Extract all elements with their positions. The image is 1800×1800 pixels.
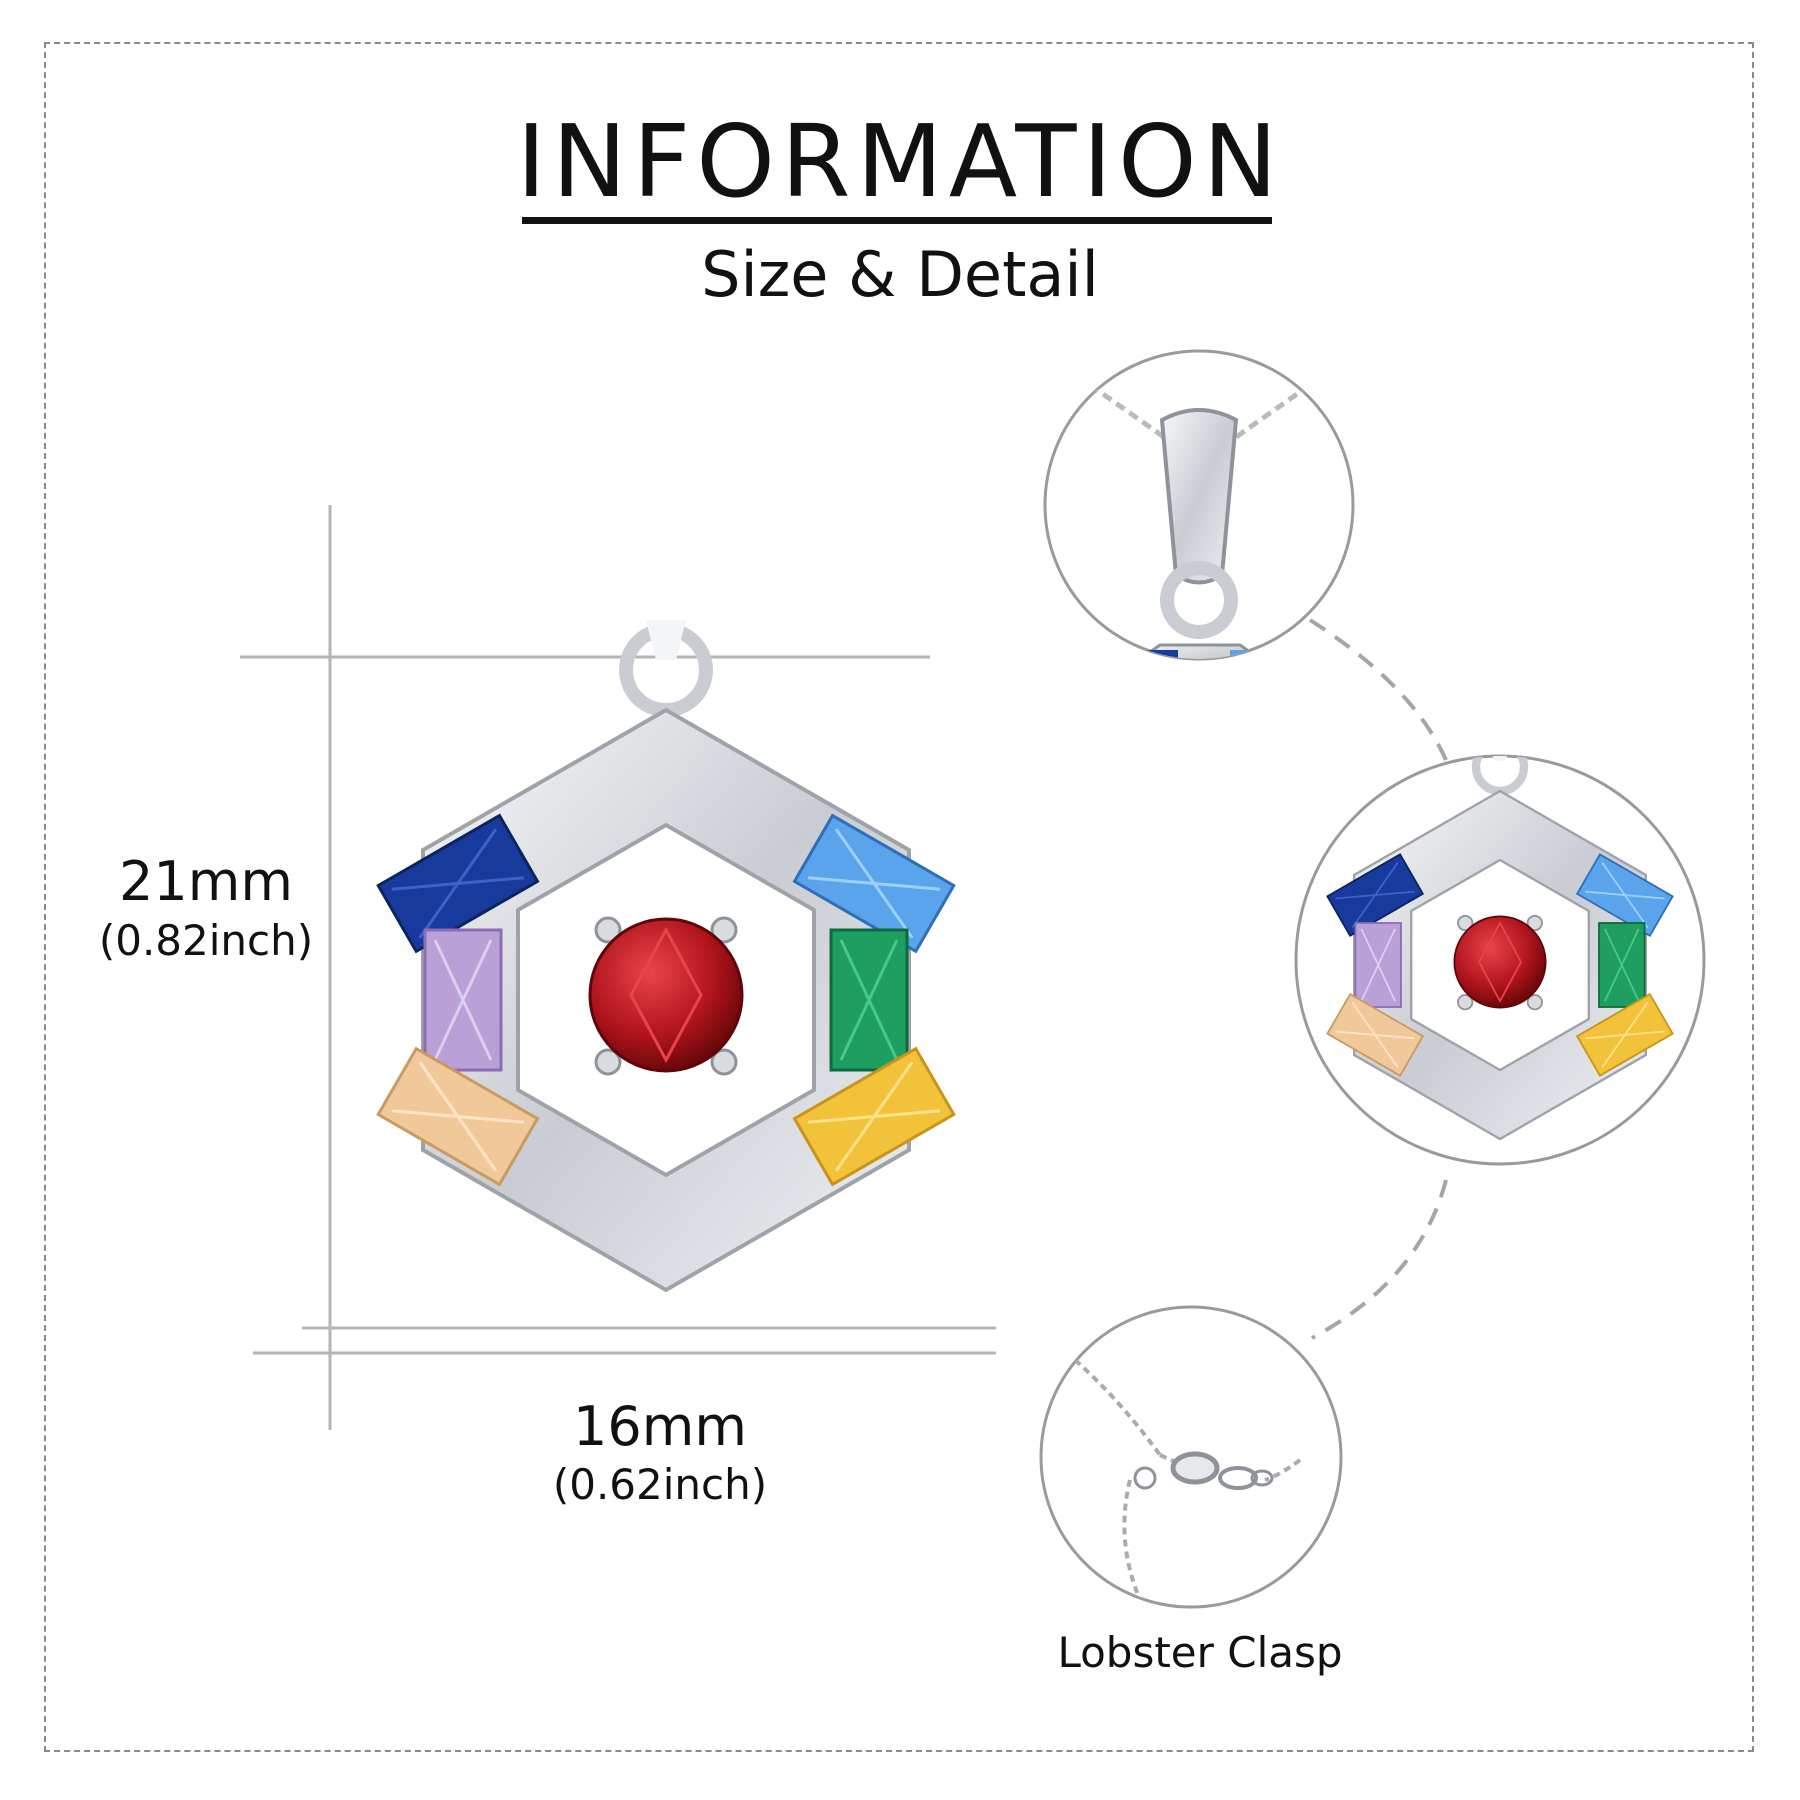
detail-clasp-image [1039,1305,1343,1609]
width-inch-label: (0.62inch) [552,1460,768,1509]
height-inch-label: (0.82inch) [98,916,314,965]
title-underline [522,217,1272,224]
page-title: INFORMATION [516,103,1284,220]
height-mm-label: 21mm [119,850,293,913]
page-subtitle: Size & Detail [701,238,1099,311]
dimension-guides [240,505,996,1430]
main-pendant-image [378,620,954,1290]
detail-bail-image [1043,349,1355,661]
width-mm-label: 16mm [573,1395,747,1458]
detail-pendant-image [1294,754,1706,1166]
detail-connectors [1308,618,1452,1340]
dashed-frame [44,42,1754,1752]
clasp-label: Lobster Clasp [1057,1628,1343,1677]
